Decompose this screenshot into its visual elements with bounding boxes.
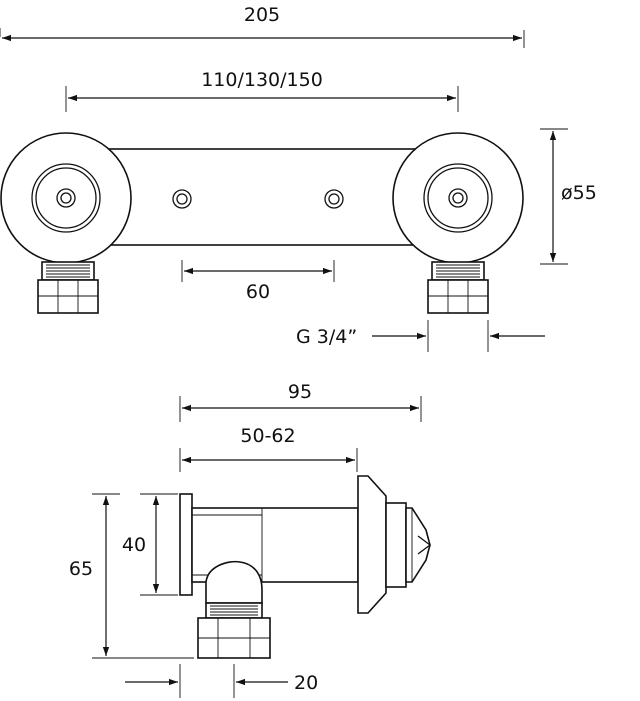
dimension-centres: 110/130/150	[65, 69, 459, 112]
dimension-height-outer: 65	[69, 493, 194, 659]
side-view: 95 50-62	[69, 381, 432, 698]
dimension-height-inner: 40	[122, 493, 178, 596]
outlet-nut	[197, 602, 271, 659]
dimension-adjustable-depth: 50-62	[179, 425, 358, 472]
dimension-label-depth: 95	[288, 381, 312, 403]
dimension-label-adjustable-depth: 50-62	[240, 425, 295, 447]
left-inlet-fitting	[37, 261, 99, 314]
valve-bar-body	[99, 148, 429, 246]
dimension-fixing-centres: 60	[181, 260, 335, 303]
dimension-label-height-outer: 65	[69, 558, 93, 580]
dimension-label-thread: G 3/4”	[296, 326, 357, 348]
dimension-label-centres: 110/130/150	[201, 69, 323, 91]
dimension-label-overall-width: 205	[244, 4, 280, 26]
fixing-hole-left	[172, 189, 192, 209]
dimension-outlet-offset: 20	[125, 664, 318, 698]
cover-flange	[357, 475, 387, 614]
dimension-label-fixing-centres: 60	[246, 281, 270, 303]
dimension-label-height-inner: 40	[122, 534, 146, 556]
fixing-hole-right	[324, 189, 344, 209]
front-view: 205 110/130/150	[0, 4, 597, 352]
control-head	[385, 502, 432, 588]
left-wall-disc	[0, 132, 132, 264]
wall-flange	[179, 493, 193, 596]
dimension-depth: 95	[179, 381, 422, 422]
right-inlet-fitting	[427, 261, 489, 314]
dimension-overall-width: 205	[0, 4, 525, 48]
dimension-label-outlet-offset: 20	[294, 672, 318, 694]
dimension-thread: G 3/4”	[296, 320, 545, 352]
dimension-diameter: ø55	[540, 128, 597, 265]
right-wall-disc	[392, 132, 524, 264]
elbow-outlet	[205, 560, 263, 604]
dimension-label-diameter: ø55	[561, 182, 597, 204]
